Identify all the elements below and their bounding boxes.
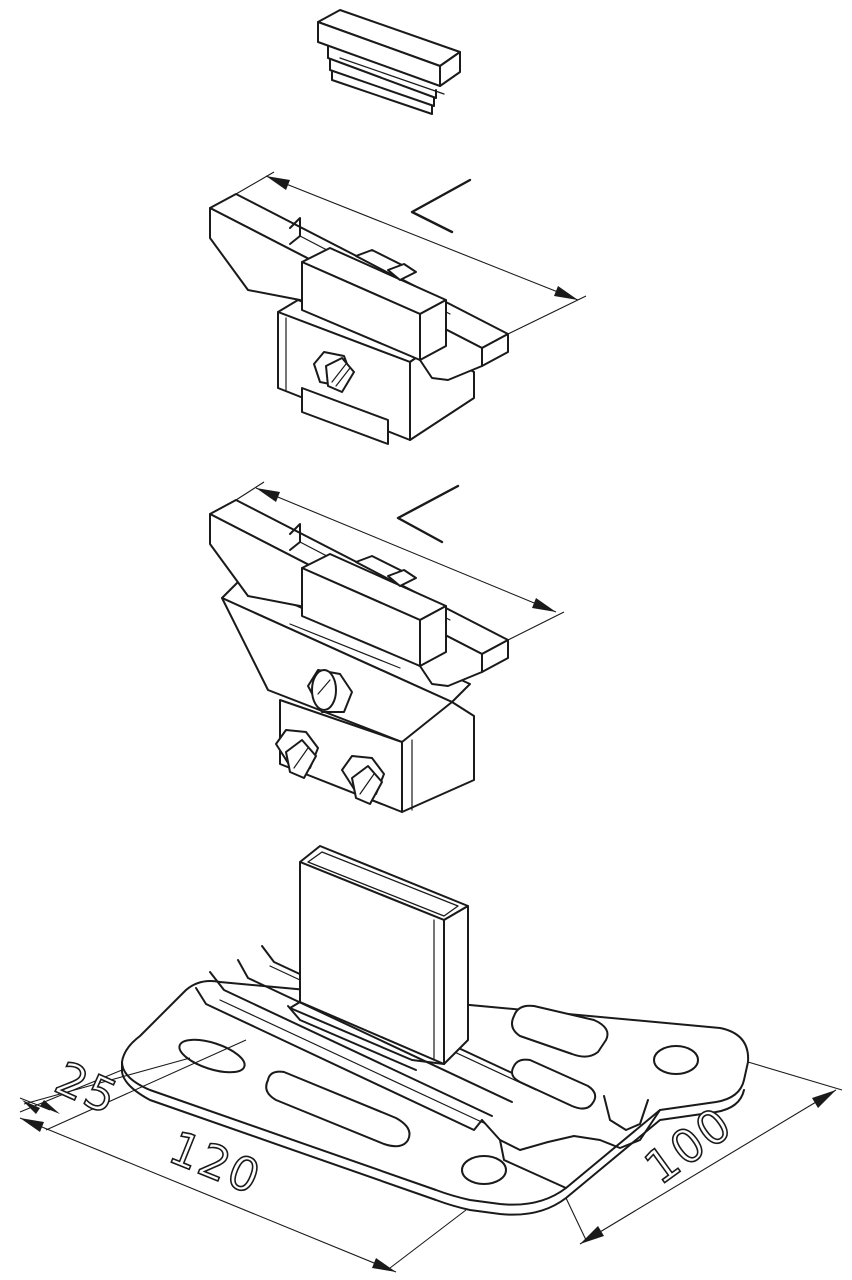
length-symbol-lower	[396, 484, 460, 544]
length-symbol-upper	[410, 178, 472, 234]
upper-slide-clamp	[209, 171, 587, 445]
dimension-slot-offset-label: 25	[48, 1051, 127, 1126]
end-cap	[317, 9, 461, 115]
lower-slide-clamp	[209, 481, 565, 813]
dimension-length-label: 120	[162, 1120, 269, 1205]
base-plate-with-post	[121, 845, 750, 1216]
